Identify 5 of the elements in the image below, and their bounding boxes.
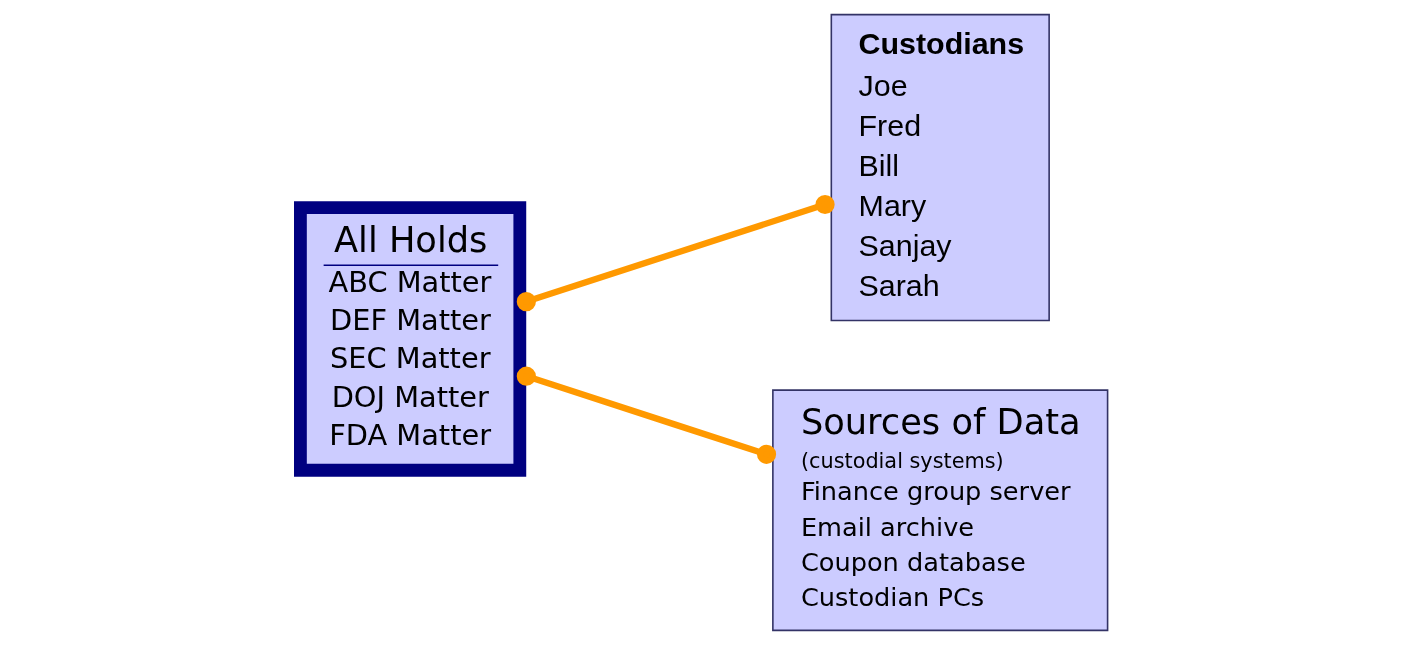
connector — [516, 194, 835, 312]
node-box: All Holds ABC Matter DEF Matter SEC Matter DOJ Matter FDA Matter — [294, 201, 527, 477]
node-box: Sources of Data (custodial systems) Finance group server Email archive Coupon database Custodian PCs — [772, 389, 1109, 632]
node-box: Custodians Joe Fred Bill Mary Sanjay Sarah — [830, 13, 1050, 322]
connector — [516, 366, 777, 464]
